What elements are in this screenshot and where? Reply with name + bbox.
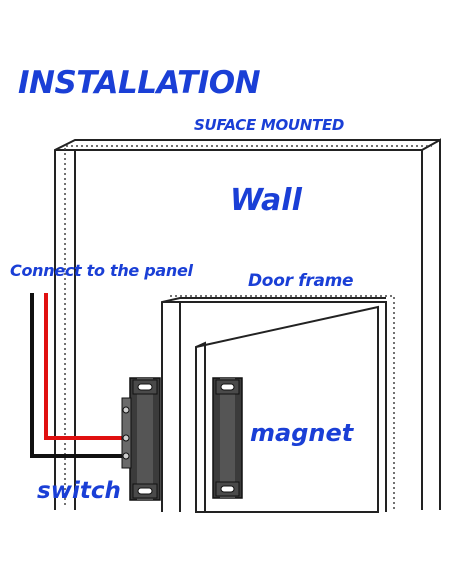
wall-label: Wall [230,183,302,218]
magnet-mount-slot-bottom [220,485,235,493]
terminal-screw-3 [122,452,130,460]
installation-title: INSTALLATION [18,65,261,101]
mounting-label: SUFACE MOUNTED [194,116,345,134]
black-wire [30,293,128,458]
panel-connection-label: Connect to the panel [10,261,193,280]
switch-sensor [121,377,161,501]
magnet-block [212,377,243,499]
switch-mount-slot-top [137,383,153,391]
switch-label: switch [37,478,121,504]
magnet-mount-slot-top [220,383,235,391]
wires [30,293,128,458]
door-frame-label: Door frame [248,271,354,291]
door-frame [161,297,387,512]
switch-mount-slot-bottom [137,487,153,495]
terminal-screw-2 [122,434,130,442]
red-wire [44,293,128,440]
terminal-screw-1 [122,406,130,414]
magnet-label: magnet [250,419,354,447]
